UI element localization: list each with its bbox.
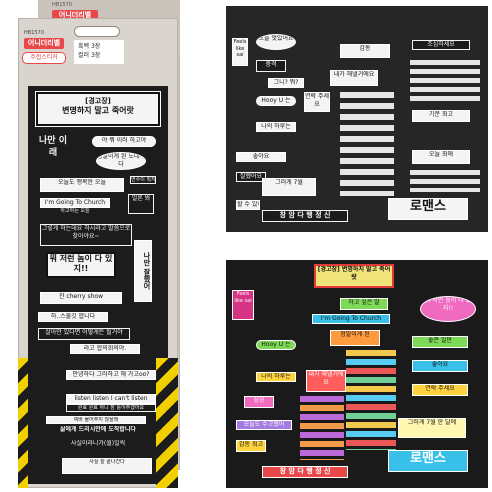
sticker: 사실이라니가(월)일씩 [46, 440, 150, 450]
sticker: 성공 [244, 396, 274, 408]
sticker: Feels like sai [232, 38, 248, 66]
package-front-subtag: 주접스티커 [22, 52, 66, 64]
sticker: 잘했어요 [236, 172, 266, 182]
package-back-tag: 어니더리벨 [52, 10, 98, 21]
caution-stripe-left [18, 358, 28, 488]
warning-sticker: [경고장] 변명하지 말고 죽어랏 [35, 91, 161, 127]
sticker: 나만 이래 [36, 132, 70, 164]
sticker: 하..스불깃 합니다 [38, 312, 108, 322]
sticker: 좋아요 [412, 360, 468, 372]
sticker: 감동 최고 [236, 440, 266, 452]
sticker: 하고하는 오늘 [40, 208, 110, 216]
sticker: 로맨스 [388, 198, 468, 220]
sticker: 완료 완료 하니 잠 틀어주겠어요 [66, 404, 156, 412]
sticker: 좋아요 [236, 152, 286, 162]
sticker: 로맨스 [388, 450, 468, 472]
sticker: I'm Going To Church [312, 314, 390, 324]
sticker: 감동 [340, 44, 390, 58]
sticker: 그러게 7월 한 달에 [398, 418, 466, 438]
sticker: 하고 싶은 말 [340, 298, 388, 310]
sticker: 창 암 다 행 정 신 [262, 210, 348, 222]
package-info-box: 흑백 3장 컬러 3장 [74, 40, 124, 64]
sticker: I'm Going To Church [40, 198, 110, 208]
sticker: [경고장] 변명하지 말고 죽어랏 [314, 264, 394, 288]
sticker: 찌바 물어주지 않을래 [46, 416, 146, 424]
sticker-rows-decoration [410, 60, 480, 104]
sticker-rows-decoration [340, 92, 394, 196]
sticker: 좋은 일만 [412, 336, 468, 348]
sticker: 내가 해낼거에요 [306, 370, 346, 392]
sticker: 정말이게 된 도대체 다 [96, 152, 146, 170]
sticker: listen listen I can't listen [66, 394, 156, 404]
sticker: 그렇게 하는데요 하시라고 말씀으로 찾아야요~ [40, 224, 132, 246]
sticker: 나의 하루는 [256, 122, 296, 132]
caution-stripe-right [156, 358, 178, 488]
sticker: 살아만 있다면 어떻게든 될거야 [38, 328, 130, 340]
sticker: 정말이게 된 [330, 330, 380, 346]
sticker: Hooy U 는 [256, 340, 296, 350]
sticker: 사실 늘 끝나간다 [62, 458, 152, 474]
sticker: 얼른 봐 [128, 194, 154, 214]
sticker: 안녕하다 그러하고 해 가고oo? [66, 370, 156, 380]
sticker: 야 뭐 이러 하고야 [92, 136, 156, 147]
sticker: 뭐 저런 놈이 다 있지!! [420, 296, 476, 322]
info-line: 컬러 3장 [78, 52, 101, 59]
color-rows-decoration [346, 350, 396, 450]
sticker: 오늘도 수고했어 [236, 420, 292, 430]
color-rows-decoration [300, 396, 344, 460]
package-back-code: HB1570 [52, 2, 72, 8]
sticker: 할 수 있어 [236, 200, 260, 210]
warning-main: 변명하지 말고 죽어랏 [62, 106, 134, 116]
sticker: 내가 해낼거에요 [330, 70, 378, 86]
sticker: 오늘도 행복한 오늘 [40, 178, 124, 192]
sticker: 나의 하루는 [256, 372, 296, 382]
info-line: 흑백 3장 [78, 43, 101, 50]
sticker: 라고 합의회의야. [70, 344, 140, 354]
package-front-tag: 어니더리벨 [24, 38, 64, 49]
sticker-rows-decoration [410, 170, 480, 192]
sticker: 연수이 뭐지니 [130, 176, 156, 184]
warning-header: [경고장] [85, 97, 111, 105]
sticker: 오늘 멋있어요 [256, 34, 296, 50]
sticker: 뭐 저런 놈이 다 있지!! [46, 252, 116, 278]
sticker: Hooy U 는 [256, 96, 296, 106]
sticker: 연락 주세요 [304, 92, 330, 112]
sticker: 충격 [256, 60, 286, 72]
sticker: 삶에게 드리시만에 도착합니다 [46, 426, 150, 436]
hang-hole [74, 26, 120, 37]
sticker: 찬 cherry show [40, 292, 122, 304]
sticker: 기분 최고 [412, 110, 470, 122]
sticker: 창 암 다 행 정 신 [262, 466, 348, 478]
sticker: 조심하세요 [412, 40, 470, 50]
sticker: 연락 주세요 [412, 384, 468, 396]
sticker: 오늘 최애 [412, 150, 470, 164]
package-front-code: HB1570 [24, 30, 44, 36]
sticker: Feels like sai [232, 290, 254, 320]
sticker: 나만 잘했어 [134, 240, 152, 302]
sticker: 그러게 7월 [262, 178, 316, 196]
sticker: 그니? 뭐? [268, 78, 304, 88]
